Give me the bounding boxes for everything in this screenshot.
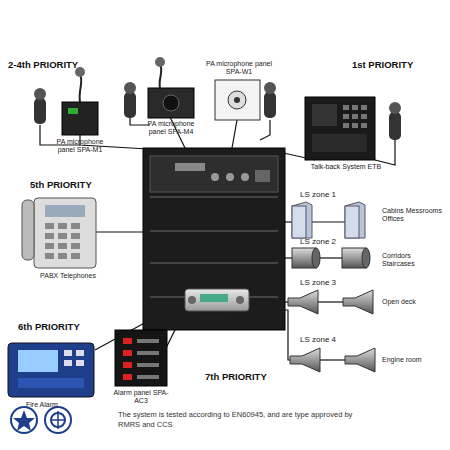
fire-alarm-panel <box>8 343 94 397</box>
device-label: PA microphone panel SPA-M4 <box>140 120 202 136</box>
ceiling-speaker <box>292 248 370 268</box>
priority-label: 2-4th PRIORITY <box>8 60 78 71</box>
amplifier-rack <box>143 148 285 330</box>
microphone-panel <box>215 80 276 120</box>
zone-label: LS zone 1 <box>300 190 336 199</box>
device-label: Cabins Messrooms Offices <box>382 207 442 223</box>
box-speaker <box>292 202 365 238</box>
device-label: Open deck <box>382 298 442 306</box>
device-label: PA microphone panel SPA-W1 <box>205 60 273 76</box>
device-label: PA microphone panel SPA-M1 <box>48 138 112 154</box>
device-label: Radio/CD <box>199 314 229 322</box>
alarm-panel <box>115 330 167 386</box>
microphone-panel <box>124 57 194 118</box>
device-label: PABX Telephones <box>40 272 96 280</box>
priority-label: 6th PRIORITY <box>18 322 80 333</box>
horn-speaker <box>288 290 375 372</box>
zone-label: LS zone 3 <box>300 278 336 287</box>
device-label: Fire Alarm <box>26 401 58 409</box>
device-label: Alarm panel SPA-AC3 <box>110 389 172 405</box>
priority-label: 7th PRIORITY <box>205 372 267 383</box>
approval-logo <box>11 407 71 433</box>
approval-note: The system is tested according to EN6094… <box>118 410 368 430</box>
zone-label: LS zone 2 <box>300 237 336 246</box>
priority-label: 5th PRIORITY <box>30 180 92 191</box>
device-label: Engine room <box>382 356 442 364</box>
talk-back-unit <box>305 97 401 160</box>
device-label: Talk-back System ETB <box>310 163 382 171</box>
microphone-panel <box>34 67 98 135</box>
telephone <box>22 198 96 268</box>
zone-label: LS zone 4 <box>300 335 336 344</box>
radio-cd <box>185 289 249 311</box>
priority-label: 1st PRIORITY <box>352 60 413 71</box>
device-label: Corridors Staircases <box>382 252 442 268</box>
